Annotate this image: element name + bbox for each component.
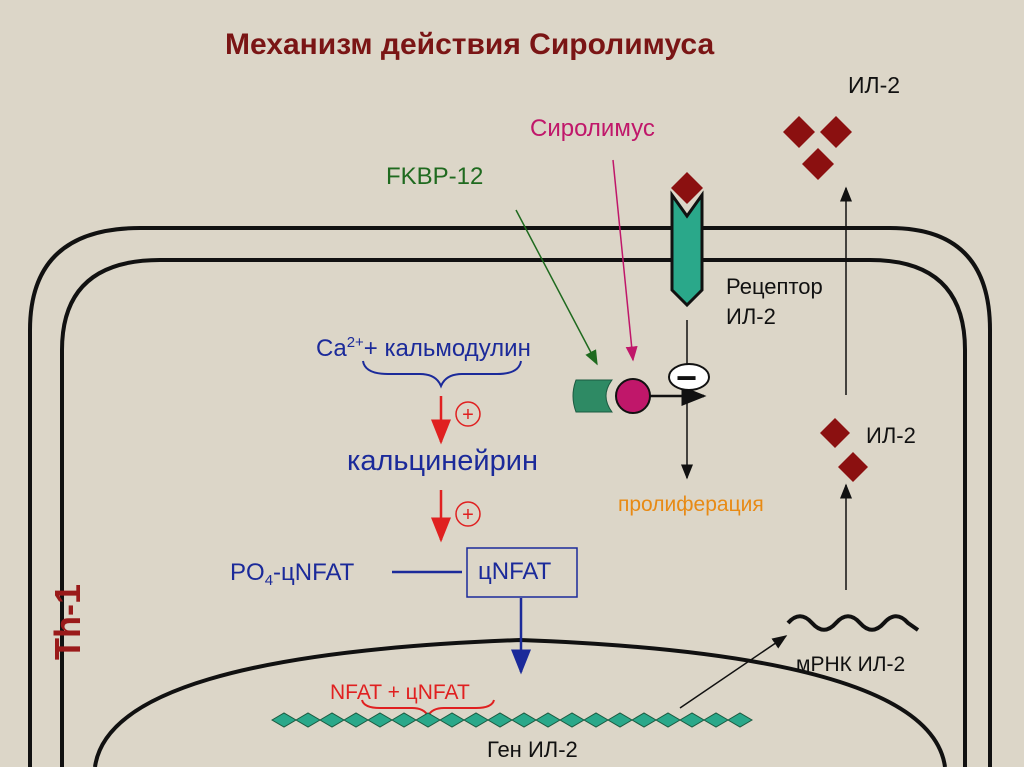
dna-segment xyxy=(392,713,416,727)
mrna-strand xyxy=(788,616,918,630)
ca-rest: + кальмодулин xyxy=(364,335,531,362)
sirolimus-molecule xyxy=(616,379,650,413)
plus-sign-1: + xyxy=(462,404,474,426)
dna-segment xyxy=(560,713,584,727)
dna-segment xyxy=(320,713,344,727)
il2-diamond-top-1 xyxy=(783,116,815,148)
minus-sign: − xyxy=(676,360,697,396)
il2-diamond-top-3 xyxy=(802,148,834,180)
po4-sub: 4 xyxy=(265,572,273,589)
receptor-label-line2: ИЛ-2 xyxy=(726,306,776,328)
dna-segment xyxy=(584,713,608,727)
dna-segment xyxy=(416,713,440,727)
dna-segment xyxy=(272,713,296,727)
fkbp12-protein xyxy=(573,380,612,412)
dna-segment xyxy=(296,713,320,727)
proliferation-label: пролиферация xyxy=(618,494,764,515)
calcineurin-label: кальцинейрин xyxy=(347,447,538,476)
dna-segment xyxy=(536,713,560,727)
dna-segment xyxy=(464,713,488,727)
po4-base: PO xyxy=(230,559,265,586)
dna-segment xyxy=(488,713,512,727)
nfat-complex-label: NFAT + цNFAT xyxy=(330,682,470,703)
calmodulin-brace xyxy=(363,361,521,386)
il2-gene-dna xyxy=(272,713,752,727)
dna-segment xyxy=(512,713,536,727)
dna-segment xyxy=(680,713,704,727)
cnfat-label: цNFAT xyxy=(478,560,551,584)
dna-segment xyxy=(608,713,632,727)
dna-segment xyxy=(656,713,680,727)
dna-segment xyxy=(632,713,656,727)
dna-segment xyxy=(704,713,728,727)
po4-cnfat-label: PO4-цNFAT xyxy=(230,561,354,588)
il2-diamond-mid-1 xyxy=(820,418,850,448)
fkbp12-label: FKBP-12 xyxy=(386,165,483,189)
transcription-arrow xyxy=(680,636,786,708)
dna-segment xyxy=(728,713,752,727)
il2-receptor xyxy=(672,195,702,305)
il2-label-mid: ИЛ-2 xyxy=(866,425,916,447)
po4-rest: -цNFAT xyxy=(273,559,354,586)
il2-label-top: ИЛ-2 xyxy=(848,74,900,97)
ca-charge: 2+ xyxy=(347,334,364,351)
il2-diamond-mid-2 xyxy=(838,452,868,482)
diagram-title: Механизм действия Сиролимуса xyxy=(225,30,714,60)
cell-type-label: Th-1 xyxy=(50,584,86,660)
mrna-label: мРНК ИЛ-2 xyxy=(796,654,905,675)
sirolimus-label: Сиролимус xyxy=(530,117,655,141)
dna-segment xyxy=(440,713,464,727)
dna-segment xyxy=(368,713,392,727)
plus-sign-2: + xyxy=(462,504,474,526)
dna-segment xyxy=(344,713,368,727)
il2-diamond-top-2 xyxy=(820,116,852,148)
gene-label: Ген ИЛ-2 xyxy=(487,739,578,761)
calcium-calmodulin-label: Ca2++ кальмодулин xyxy=(316,335,531,361)
receptor-label-line1: Рецептор xyxy=(726,276,823,298)
ca-base: Ca xyxy=(316,335,347,362)
